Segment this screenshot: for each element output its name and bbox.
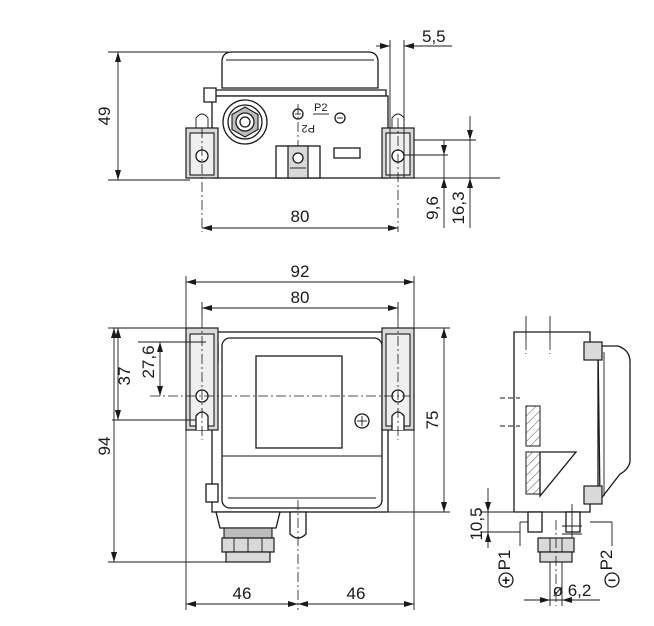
- top-cable-gland: [222, 99, 268, 145]
- top-cover-lip: [213, 89, 387, 97]
- top-hinge: [203, 87, 217, 103]
- dim-side-port-offset: 10,5: [467, 507, 486, 540]
- minus-sign: −: [608, 572, 616, 588]
- top-port-label: P2: [314, 102, 327, 114]
- dim-front-right-half: 46: [347, 584, 366, 603]
- dim-top-width: 80: [291, 207, 310, 226]
- plus-sign: +: [502, 572, 510, 588]
- front-cable-gland: [215, 511, 281, 563]
- minus-icon: [604, 572, 620, 588]
- side-display-wedge: [539, 451, 578, 498]
- dim-front-mount-width: 80: [291, 288, 310, 307]
- side-port-p2-label: P2: [597, 550, 616, 571]
- dim-front-left-half: 46: [233, 584, 252, 603]
- dim-side-port-diameter: ø 6,2: [553, 581, 592, 600]
- side-hinge-bottom: [583, 485, 603, 505]
- dim-front-height-37: 37: [115, 367, 134, 386]
- side-hinge-top: [583, 341, 603, 361]
- plus-icon: [498, 572, 514, 588]
- front-hinge-bottom: [205, 483, 219, 503]
- dim-front-height-27-6: 27,6: [139, 345, 158, 378]
- side-sensor-block-top: [525, 405, 541, 447]
- side-cover: [597, 345, 631, 502]
- top-port-label-mirrored: P2: [302, 122, 315, 134]
- dim-top-height: 49: [95, 107, 114, 126]
- top-slot: [333, 147, 361, 159]
- side-view: 10,5 P1 P2 + − ø 6,2: [467, 316, 631, 606]
- top-cover: [221, 51, 379, 89]
- top-view: P2 P2 49 5,5: [95, 27, 500, 232]
- side-port-p1-label: P1: [495, 550, 514, 571]
- top-connector: [275, 145, 321, 179]
- side-ports: [527, 504, 582, 563]
- dim-front-overall-height: 94: [95, 437, 114, 456]
- dim-top-side-16-3: 16,3: [449, 191, 468, 224]
- dim-front-mount-height: 75: [423, 411, 442, 430]
- dim-top-side-9-6: 9,6: [423, 196, 442, 220]
- front-view: 92 80 37 27,6 94 75: [95, 262, 450, 610]
- front-display-window: [255, 355, 343, 449]
- dim-front-overall-width: 92: [291, 262, 310, 281]
- side-sensor-block-bottom: [525, 451, 541, 495]
- dim-top-offset: 5,5: [422, 27, 446, 46]
